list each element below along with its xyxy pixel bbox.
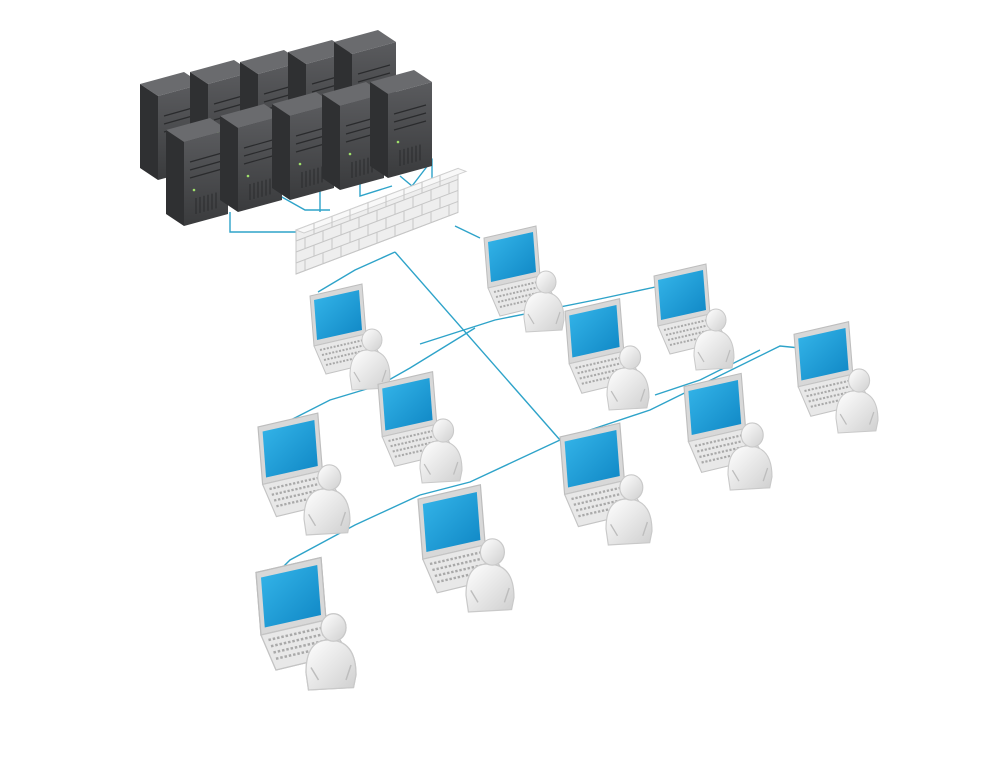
server-icon <box>370 70 432 178</box>
laptop-user-icon <box>417 484 515 613</box>
trunk-link <box>419 439 561 496</box>
server-cluster <box>140 30 432 226</box>
trunk-link <box>654 349 761 396</box>
trunk-link <box>454 225 481 239</box>
laptop-user-icon <box>559 422 653 546</box>
laptop-user-icon <box>483 225 565 333</box>
workstations <box>255 225 879 691</box>
server-link <box>279 195 330 211</box>
laptop-user-icon <box>377 371 463 484</box>
laptop-user-icon <box>564 298 650 411</box>
server-link <box>229 212 300 233</box>
trunk-link <box>317 251 396 293</box>
laptop-user-icon <box>257 412 351 536</box>
laptop-user-icon <box>255 556 357 691</box>
trunk-link <box>559 345 801 441</box>
laptop-user-icon <box>309 283 391 391</box>
server-link <box>399 157 433 188</box>
firewall <box>294 167 468 275</box>
server-icon <box>220 104 282 212</box>
laptop-user-icon <box>683 372 773 491</box>
server-icon <box>166 118 228 226</box>
laptop-user-icon <box>653 263 735 371</box>
laptop-user-icon <box>793 321 879 434</box>
trunk-link <box>394 251 561 441</box>
